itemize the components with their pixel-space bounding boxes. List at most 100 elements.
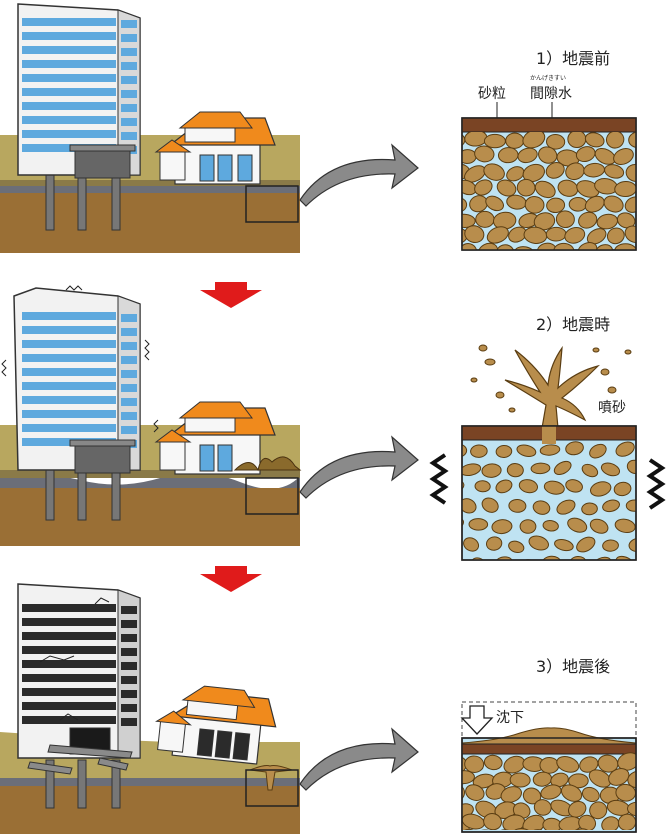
- sand-grain: [513, 246, 536, 250]
- window-row-side: [121, 104, 137, 112]
- sand-grain: [528, 535, 549, 551]
- window-row-side: [121, 412, 137, 420]
- window-row-side: [121, 676, 137, 684]
- window-row-side: [121, 718, 137, 726]
- sand-grain: [471, 557, 487, 560]
- house: [154, 401, 276, 475]
- window-row: [22, 632, 116, 640]
- sand-grain: [462, 784, 466, 802]
- window-row: [22, 116, 116, 124]
- sand-grain: [522, 787, 542, 805]
- window-row: [22, 46, 116, 54]
- sand-grain: [540, 784, 562, 800]
- sand-boil-residue: [249, 765, 293, 791]
- window-row: [22, 312, 116, 320]
- sand-grain: [602, 499, 620, 513]
- sand-grain: [565, 162, 585, 181]
- sand-grain: [475, 210, 495, 228]
- sand-grain: [576, 180, 600, 198]
- sand-grain: [539, 444, 561, 456]
- sand-grain: [493, 556, 514, 560]
- stage-label-1: 1）地震前: [536, 49, 610, 68]
- sand-grain: [506, 463, 524, 478]
- sand-grain: [481, 497, 499, 513]
- sand-grain: [565, 441, 584, 456]
- sand-grain: [495, 444, 513, 459]
- window-row-side: [121, 132, 137, 140]
- sand-grain: [616, 212, 636, 229]
- sand-grain: [569, 828, 592, 830]
- sand-grain: [462, 149, 477, 164]
- sand-grain: [584, 195, 605, 213]
- sand-boil-eruption: [504, 345, 600, 429]
- sand-grain: [614, 181, 636, 198]
- window-row-side: [121, 118, 137, 126]
- sand-grain: [581, 463, 599, 478]
- stage-2-scene: [0, 285, 419, 546]
- sand-grain: [465, 784, 485, 801]
- sand-grain: [624, 196, 636, 213]
- window-row: [22, 438, 116, 446]
- sand-grain: [500, 786, 522, 803]
- sand-grain: [627, 770, 636, 789]
- sand-grain: [591, 556, 612, 560]
- label-settlement: 沈下: [496, 710, 524, 726]
- window-row-side: [121, 634, 137, 642]
- sand-grain: [617, 752, 636, 771]
- window-row: [22, 618, 116, 626]
- sand-grain: [553, 242, 575, 250]
- sand-grain: [597, 754, 619, 773]
- window-row-side: [121, 398, 137, 406]
- sand-grain: [603, 195, 624, 213]
- sand-grain: [589, 443, 607, 459]
- sand-grain: [483, 813, 502, 830]
- window-row: [22, 368, 116, 376]
- window-row: [22, 424, 116, 432]
- sand-grain: [613, 481, 632, 497]
- sand-grain: [628, 132, 636, 148]
- ground-dark-layer: [0, 185, 300, 193]
- curved-arrow-icon: [299, 143, 419, 207]
- sand-grain: [511, 827, 535, 830]
- surface-crust: [461, 117, 637, 133]
- sand-grain: [560, 784, 583, 802]
- label-pore-water-ruby: かんげきすい: [530, 74, 566, 82]
- sand-grain: [464, 225, 485, 243]
- window-row-side: [121, 620, 137, 628]
- sand-grain: [463, 537, 480, 552]
- sand-grain: [464, 755, 485, 773]
- sand-grain: [546, 133, 566, 150]
- high-rise-building-shaking: [13, 287, 141, 474]
- window-row-side: [121, 370, 137, 378]
- sand-grain: [505, 132, 525, 149]
- sand-grain: [542, 519, 559, 532]
- sand-grain: [613, 148, 634, 166]
- sand-grain: [533, 799, 552, 816]
- sand-grain: [485, 195, 504, 212]
- sand-grain: [550, 772, 569, 788]
- surface-crust: [461, 743, 637, 755]
- sand-grain: [578, 814, 597, 830]
- window-row-side: [121, 76, 137, 84]
- sand-grain: [517, 147, 538, 164]
- sand-grain: [533, 212, 556, 231]
- ground-deep-layer: [0, 786, 300, 834]
- sand-grain: [624, 225, 636, 244]
- sand-grain: [602, 539, 619, 552]
- window-row-side: [121, 662, 137, 670]
- window-row-side: [121, 48, 137, 56]
- building-piles: [45, 759, 121, 809]
- sand-grain: [553, 460, 572, 476]
- high-rise-building-damaged: [17, 583, 141, 759]
- sand-grain: [584, 132, 605, 148]
- earthquake-vibration-icon: [646, 458, 666, 510]
- window-row: [22, 716, 116, 724]
- ground-deep-layer: [0, 193, 300, 253]
- sand-grain: [545, 162, 565, 179]
- hollow-down-arrow-icon: [460, 705, 494, 735]
- sand-grain: [614, 243, 636, 250]
- sand-grain: [496, 179, 517, 197]
- window-row-side: [121, 90, 137, 98]
- curved-arrow-icon: [299, 435, 419, 499]
- curved-arrow-icon: [299, 727, 419, 791]
